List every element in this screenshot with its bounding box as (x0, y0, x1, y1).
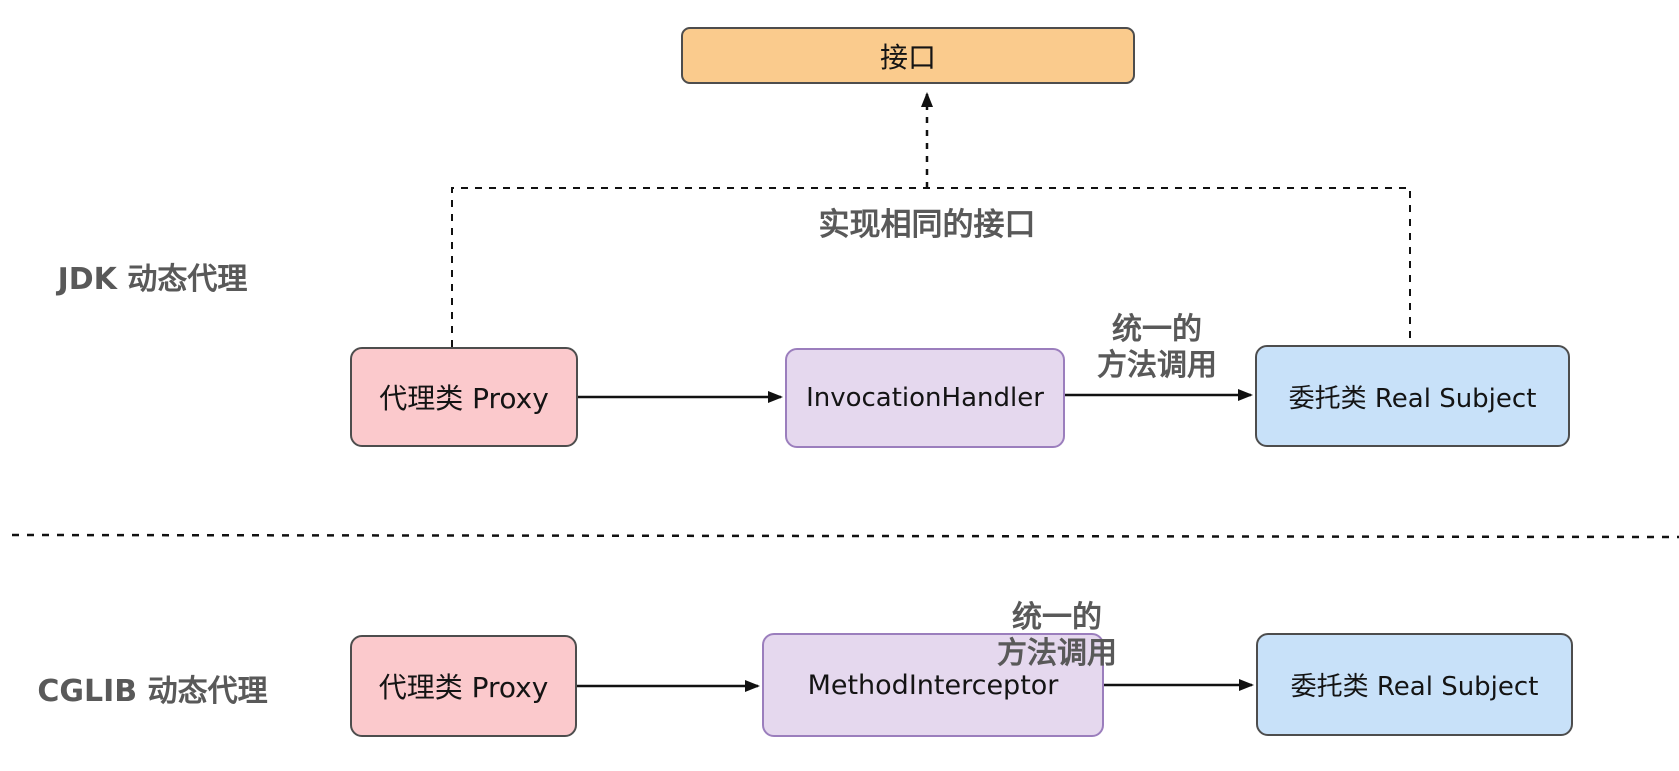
cglib-unified-call-line1: 统一的 (1012, 600, 1102, 635)
implements-same-interface-label: 实现相同的接口 (818, 207, 1036, 243)
section-divider-line (11, 533, 1679, 539)
jdk-real-subject-box: 委托类 Real Subject (1255, 345, 1570, 447)
cglib-section-label: CGLIB 动态代理 (37, 674, 268, 709)
jdk-proxy-box: 代理类 Proxy (350, 347, 578, 447)
cglib-proxy-box: 代理类 Proxy (350, 635, 577, 737)
interface-box: 接口 (681, 27, 1135, 84)
cglib-unified-call-line2: 方法调用 (997, 636, 1117, 671)
jdk-unified-call-line1: 统一的 (1112, 312, 1202, 347)
jdk-unified-call-line2: 方法调用 (1097, 348, 1217, 383)
method-interceptor-box: MethodInterceptor (762, 633, 1104, 737)
jdk-unified-call-label: 统一的 方法调用 (1057, 312, 1257, 384)
cglib-unified-call-label: 统一的 方法调用 (957, 600, 1157, 672)
jdk-section-label: JDK 动态代理 (57, 262, 248, 297)
cglib-real-subject-box: 委托类 Real Subject (1256, 633, 1573, 736)
invocation-handler-box: InvocationHandler (785, 348, 1065, 448)
